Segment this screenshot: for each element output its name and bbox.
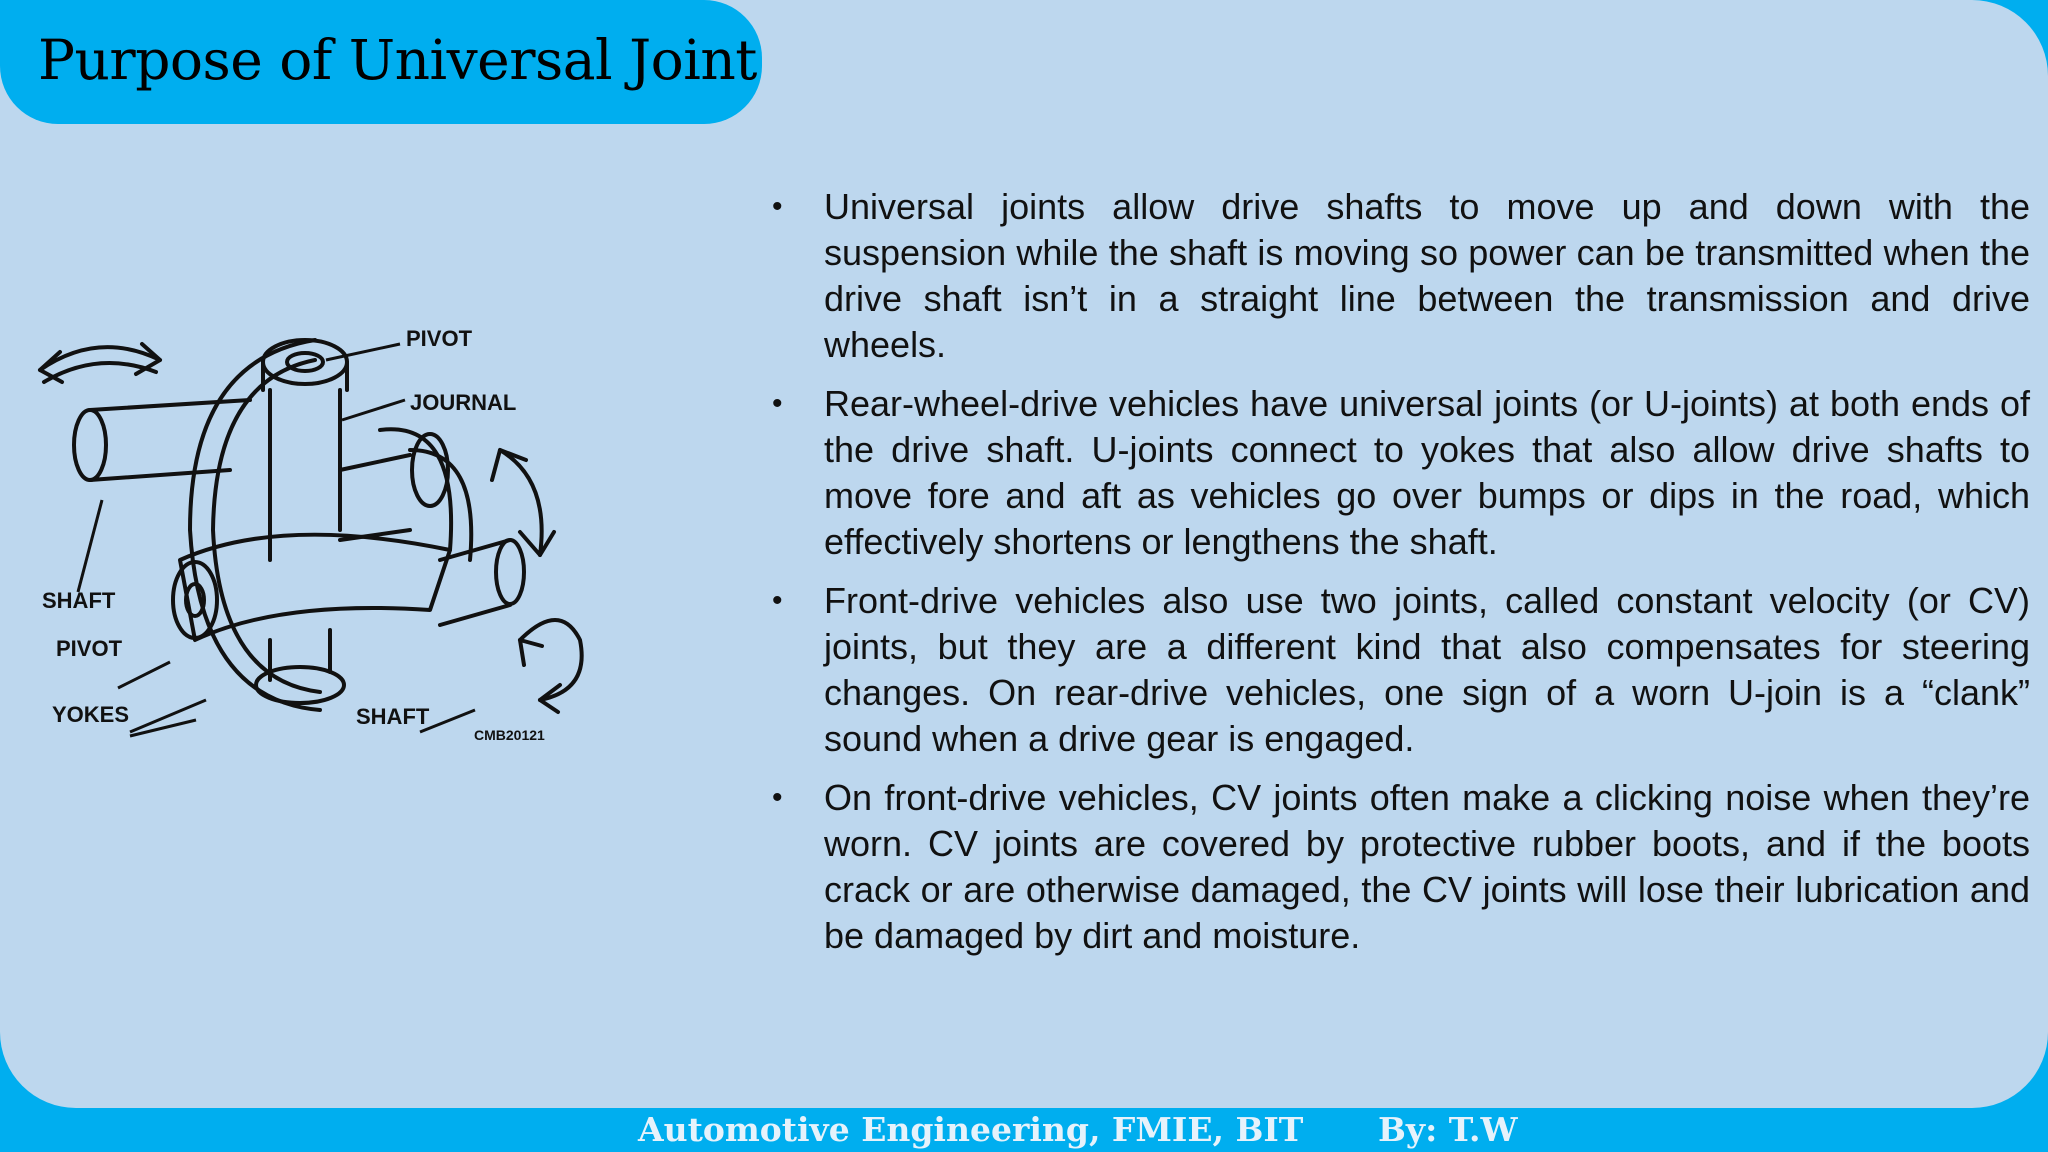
label-shaft-bottom: SHAFT [356, 704, 430, 729]
bullet-list: • Universal joints allow drive shafts to … [770, 184, 2030, 972]
footer: Automotive Engineering, FMIE, BIT By: T.… [0, 1108, 2048, 1152]
footer-affiliation: Automotive Engineering, FMIE, BIT [638, 1110, 1304, 1149]
bullet-item: • Universal joints allow drive shafts to … [770, 184, 2030, 368]
outer-yoke [188, 338, 322, 712]
label-yokes: YOKES [52, 702, 129, 727]
bottom-pivot [268, 628, 332, 682]
front-yoke [178, 532, 452, 642]
bullet-text: Rear-wheel-drive vehicles have universal… [824, 383, 2030, 562]
universal-joint-diagram: PIVOT JOURNAL SHAFT PIVOT YOKES SHAFT CM… [30, 300, 790, 760]
bullet-text: On front-drive vehicles, CV joints often… [824, 777, 2030, 956]
rotation-arrow-bottom-right [518, 618, 584, 702]
rotation-arrow-right [498, 448, 544, 557]
left-shaft [88, 398, 252, 412]
bullet-text: Universal joints allow drive shafts to m… [824, 186, 2030, 365]
label-shaft-left: SHAFT [42, 588, 116, 613]
rotation-arrow-top-left [38, 345, 162, 372]
bullet-item: • On front-drive vehicles, CV joints ofte… [770, 775, 2030, 959]
footer-author: By: T.W [1378, 1110, 1518, 1149]
slide-title: Purpose of Universal Joint [38, 28, 757, 92]
journal-post [268, 388, 342, 562]
bullet-dot-icon: • [772, 781, 783, 814]
bullet-text: Front-drive vehicles also use two joints… [824, 580, 2030, 759]
label-pivot-left: PIVOT [56, 636, 123, 661]
bullet-dot-icon: • [772, 190, 783, 223]
slide-panel [0, 0, 2048, 1108]
journal-arm [338, 453, 412, 542]
title-banner: Purpose of Universal Joint [0, 0, 762, 124]
label-pivot-top: PIVOT [406, 326, 473, 351]
bullet-dot-icon: • [772, 584, 783, 617]
label-journal: JOURNAL [410, 390, 516, 415]
bullet-item: • Rear-wheel-drive vehicles have universa… [770, 381, 2030, 565]
universal-joint-drawing: PIVOT JOURNAL SHAFT PIVOT YOKES SHAFT CM… [38, 326, 584, 743]
bullet-item: • Front-drive vehicles also use two joint… [770, 578, 2030, 762]
bullet-dot-icon: • [772, 387, 783, 420]
right-shaft [438, 538, 512, 627]
figure-code: CMB20121 [474, 727, 545, 743]
